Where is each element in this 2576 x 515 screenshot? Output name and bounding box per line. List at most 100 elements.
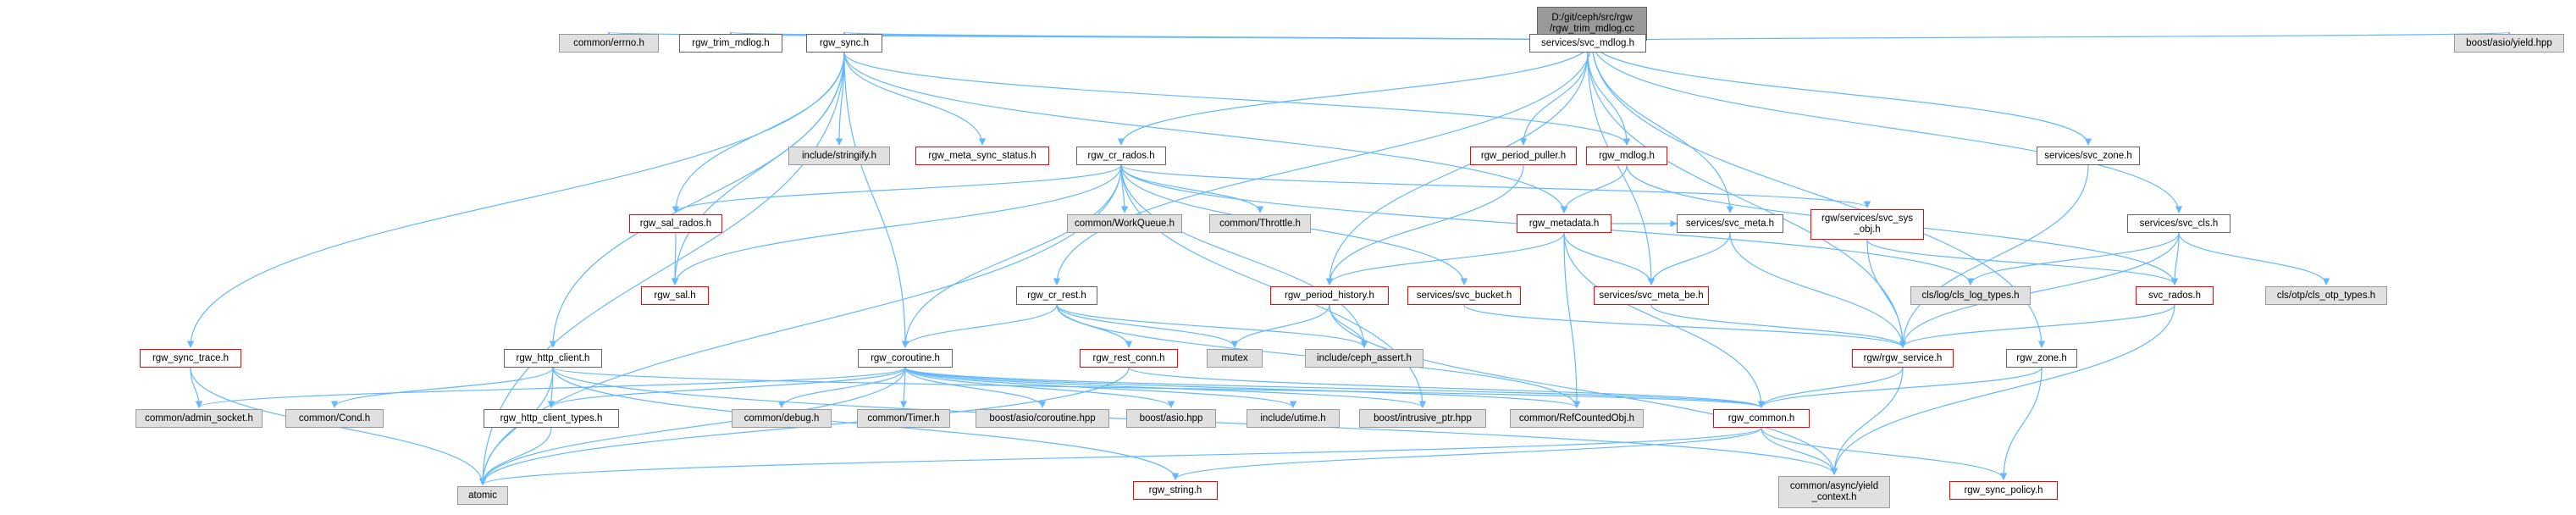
edge-svcmdlog-to-rgwservice	[1587, 52, 1907, 348]
node-sal[interactable]: rgw_sal.h	[641, 286, 709, 305]
node-svcmetabe[interactable]: services/svc_meta_be.h	[1594, 286, 1709, 305]
edge-svcrados-to-yieldcontext	[1830, 304, 2175, 475]
edge-periodhistory-to-yieldcontext	[1329, 304, 1838, 475]
node-svccls[interactable]: services/svc_cls.h	[2127, 214, 2231, 233]
edge-common-to-atomic	[479, 427, 1762, 485]
edge-crrados-to-svcsysobj	[1120, 164, 1871, 208]
node-label: cls/log/cls_log_types.h	[1921, 290, 2020, 301]
edge-crrados-to-sal	[671, 164, 1122, 285]
edge-coroutine-to-atomic	[478, 367, 906, 485]
node-syncpolicy[interactable]: rgw_sync_policy.h	[1949, 481, 2058, 500]
edge-common-to-rgwstring	[1171, 427, 1762, 480]
node-httpclienttypes[interactable]: rgw_http_client_types.h	[484, 409, 619, 428]
edge-svccls-to-clslogtypes	[1966, 232, 2180, 285]
node-synctrace[interactable]: rgw_sync_trace.h	[140, 349, 241, 368]
node-metasyncstatus[interactable]: rgw_meta_sync_status.h	[915, 147, 1049, 165]
node-crrados[interactable]: rgw_cr_rados.h	[1076, 147, 1166, 165]
edge-metadata-to-periodhistory	[1325, 232, 1565, 285]
node-cond: common/Cond.h	[285, 409, 384, 428]
node-adminsocket: common/admin_socket.h	[135, 409, 263, 428]
node-label: common/debug.h	[744, 413, 820, 424]
edge-zoneh-to-common	[1757, 367, 2043, 408]
node-label: rgw_http_client_types.h	[500, 413, 603, 424]
node-errno: common/errno.h	[559, 34, 659, 53]
edge-crrados-to-atomic	[478, 164, 1122, 485]
edge-coroutine-to-intrusive	[904, 367, 1426, 408]
node-coroutine[interactable]: rgw_coroutine.h	[858, 349, 953, 368]
node-yieldcontext: common/async/yield_context.h	[1778, 476, 1890, 508]
node-mdlog[interactable]: rgw_mdlog.h	[1586, 147, 1667, 165]
node-timer: common/Timer.h	[857, 409, 950, 428]
node-trimh[interactable]: rgw_trim_mdlog.h	[679, 34, 782, 53]
node-label: rgw_zone.h	[2016, 352, 2067, 363]
node-restconn[interactable]: rgw_rest_conn.h	[1080, 349, 1178, 368]
node-label: rgw_metadata.h	[1528, 218, 1600, 229]
node-crrest[interactable]: rgw_cr_rest.h	[1016, 286, 1097, 305]
node-boostcoroutine: boost/asio/coroutine.hpp	[976, 409, 1109, 428]
edge-crrados-to-coroutine	[901, 164, 1122, 348]
node-zoneh[interactable]: rgw_zone.h	[2006, 349, 2077, 368]
node-periodhistory[interactable]: rgw_period_history.h	[1270, 286, 1389, 305]
edge-coroutine-to-refcounted	[904, 367, 1580, 408]
edge-coroutine-to-debug	[777, 367, 906, 408]
node-label: cls/otp/cls_otp_types.h	[2276, 290, 2376, 301]
node-rgwstring[interactable]: rgw_string.h	[1133, 481, 1218, 500]
node-svcmdlog[interactable]: services/svc_mdlog.h	[1529, 34, 1646, 53]
node-svcrados[interactable]: svc_rados.h	[2136, 286, 2214, 305]
node-label: rgw_trim_mdlog.h	[692, 37, 770, 48]
edge-svcmetabe-to-rgwservice	[1650, 304, 1907, 348]
edge-svcmdlog-to-periodpuller	[1519, 52, 1589, 146]
node-svcmeta[interactable]: services/svc_meta.h	[1677, 214, 1783, 233]
node-debug: common/debug.h	[732, 409, 832, 428]
node-rgwservice[interactable]: rgw/rgw_service.h	[1852, 349, 1954, 368]
node-label: svc_rados.h	[2148, 290, 2201, 301]
edge-coroutine-to-timer	[899, 367, 908, 408]
edge-common-to-yieldcontext	[1761, 427, 1838, 475]
edge-coroutine-to-httpclienttypes	[547, 367, 906, 408]
edge-sync-to-salrados	[672, 52, 845, 213]
node-label: rgw_sal.h	[654, 290, 696, 301]
edge-svcbucket-to-rgwservice	[1463, 304, 1907, 348]
edge-svcmdlog-to-svcmetabe	[1587, 52, 1656, 285]
edge-sync-to-synctrace	[186, 52, 845, 348]
edge-svcmdlog-to-periodhistory	[1325, 52, 1589, 285]
node-label: rgw_mdlog.h	[1599, 150, 1655, 161]
node-label: mutex	[1221, 352, 1248, 363]
edge-coroutine-to-boostasio	[904, 367, 1175, 408]
node-clslogtypes: cls/log/cls_log_types.h	[1910, 286, 2031, 305]
edge-sync-to-httpclient	[549, 52, 845, 348]
node-label: services/svc_meta.h	[1685, 218, 1775, 229]
edge-salrados-to-sal	[671, 232, 679, 285]
edge-httpclienttypes-to-atomic	[478, 427, 552, 485]
node-label: common/WorkQueue.h	[1074, 218, 1175, 229]
edge-restconn-to-common	[1128, 367, 1765, 408]
node-periodpuller[interactable]: rgw_period_puller.h	[1470, 147, 1577, 165]
node-svcbucket[interactable]: services/svc_bucket.h	[1407, 286, 1521, 305]
node-label: include/stringify.h	[802, 150, 876, 161]
node-label: include/utime.h	[1260, 413, 1326, 424]
edge-mdlog-to-metadata	[1560, 164, 1628, 213]
node-svczone[interactable]: services/svc_zone.h	[2037, 147, 2140, 165]
node-label: common/Cond.h	[298, 413, 371, 424]
node-salrados[interactable]: rgw_sal_rados.h	[629, 214, 722, 233]
node-metadata[interactable]: rgw_metadata.h	[1517, 214, 1611, 233]
edge-httpclient-to-cond	[330, 367, 554, 408]
node-label: common/errno.h	[573, 37, 644, 48]
node-sync[interactable]: rgw_sync.h	[806, 34, 882, 53]
edge-svccls-to-clsotptypes	[2178, 232, 2330, 285]
node-label: services/svc_bucket.h	[1416, 290, 1512, 301]
node-svcsysobj[interactable]: rgw/services/svc_sys_obj.h	[1810, 209, 1924, 240]
edge-svccls-to-svcrados	[2170, 232, 2180, 285]
node-common[interactable]: rgw_common.h	[1713, 409, 1810, 428]
node-httpclient[interactable]: rgw_http_client.h	[504, 349, 602, 368]
node-label: boost/intrusive_ptr.hpp	[1374, 413, 1472, 424]
edge-zoneh-to-syncpolicy	[1999, 367, 2043, 480]
node-label: services/svc_meta_be.h	[1599, 290, 1704, 301]
node-stringify: include/stringify.h	[788, 147, 890, 165]
node-label: common/admin_socket.h	[145, 413, 253, 424]
node-label: rgw_common.h	[1727, 413, 1795, 424]
node-label: common/async/yield_context.h	[1789, 481, 1879, 502]
node-label: boost/asio/coroutine.hpp	[989, 413, 1096, 424]
edge-root-to-crrest	[1053, 40, 1593, 285]
